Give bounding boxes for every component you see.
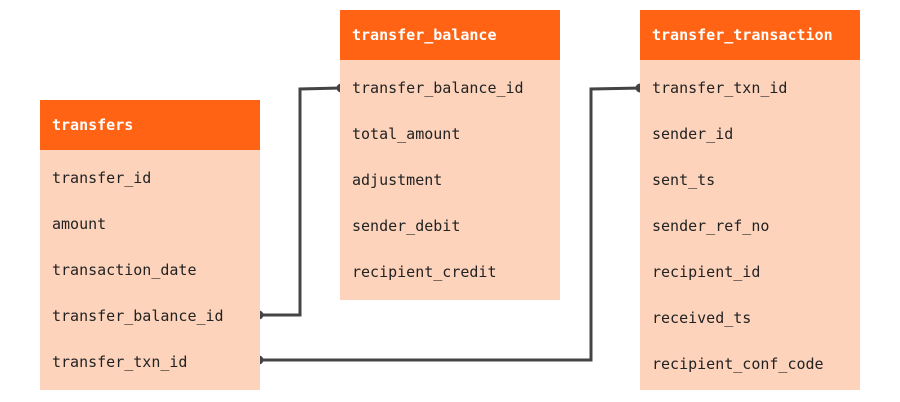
table-title-transfer-transaction: transfer_transaction [640,10,860,60]
field-amount: amount [52,215,107,233]
field-sender-id: sender_id [652,125,734,143]
field-transfer-id: transfer_id [52,169,152,187]
field-total-amount: total_amount [352,125,461,143]
field-transfer-txn-id: transfer_txn_id [652,79,788,97]
field-sent-ts: sent_ts [652,171,716,189]
field-recipient-id: recipient_id [652,263,761,281]
connector-transfer-balance [259,86,342,317]
table-transfer-transaction: transfer_transaction transfer_txn_id sen… [640,10,860,390]
table-transfers: transfers transfer_id amount transaction… [40,100,260,390]
table-transfer-balance: transfer_balance transfer_balance_id tot… [340,10,560,300]
field-received-ts: received_ts [652,309,752,327]
field-sender-ref-no: sender_ref_no [652,217,770,235]
field-recipient-conf-code: recipient_conf_code [652,355,824,373]
field-adjustment: adjustment [352,171,443,189]
field-recipient-credit: recipient_credit [352,263,497,281]
connector-transfer-txn [259,86,641,362]
field-transfer-txn-id: transfer_txn_id [52,353,188,371]
field-transaction-date: transaction_date [52,261,197,279]
table-title-transfer-balance: transfer_balance [340,10,560,60]
field-sender-debit: sender_debit [352,217,461,235]
table-title-transfers: transfers [40,100,260,150]
field-transfer-balance-id: transfer_balance_id [52,307,224,325]
field-transfer-balance-id: transfer_balance_id [352,79,524,97]
